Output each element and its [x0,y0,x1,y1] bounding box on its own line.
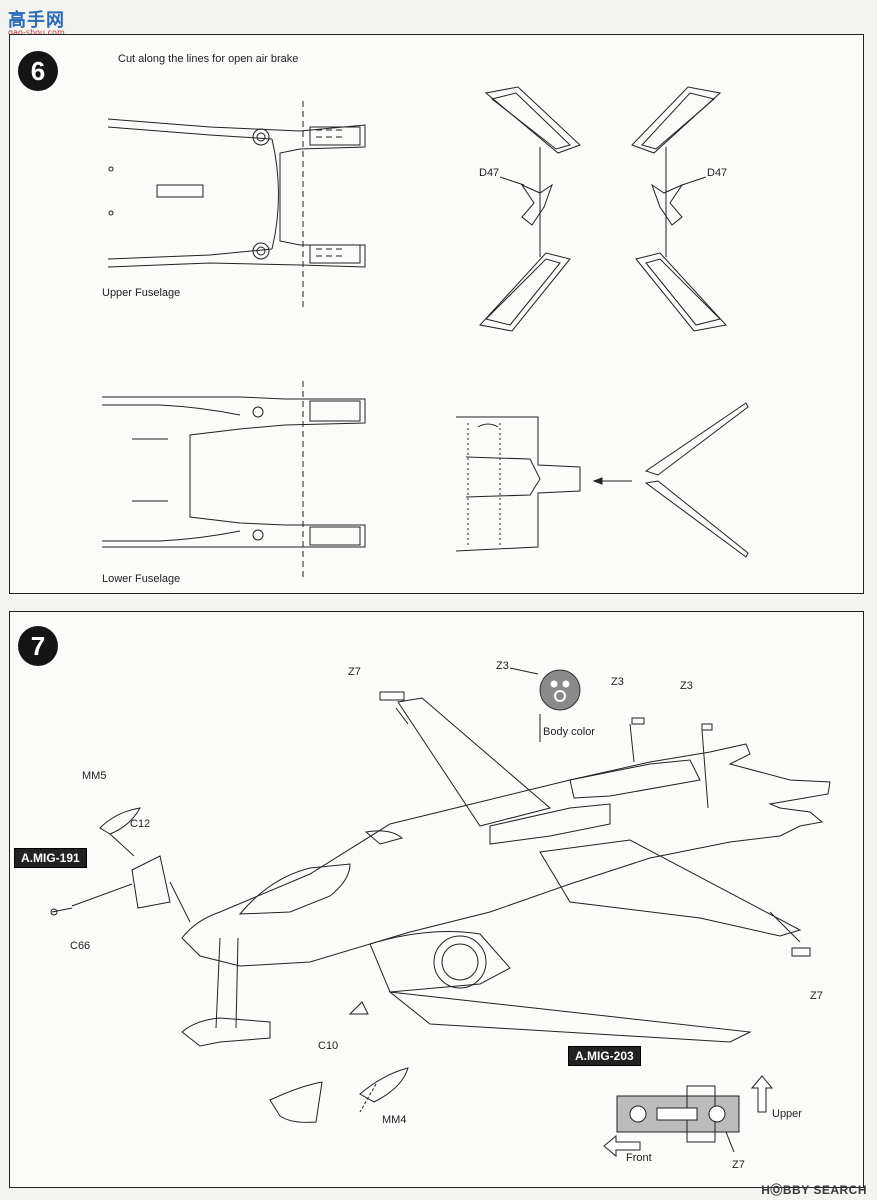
part-z7-top-label: Z7 [348,666,361,678]
lower-fuselage-drawing [102,396,366,548]
part-c10-label: C10 [318,1040,339,1052]
part-z3-b-label: Z3 [680,680,693,692]
part-mm4-label: MM4 [382,1114,407,1126]
amig203-detail-drawing [616,1085,740,1153]
front-direction-label: Front [626,1152,652,1164]
step-7-panel: 7 Z7 Z3 Body color Z3 Z3 MM5 C12 A.MIG-1… [9,611,864,1188]
hobbysearch-watermark: HⓄBBY SEARCH [761,1183,867,1197]
front-arrow-icon [603,1134,641,1158]
part-z7-bottom-label: Z7 [732,1159,745,1171]
site-logo: 高手网 gao-shou.com [6,6,78,38]
body-color-swatch [539,669,581,711]
fuselage-detail-drawing [455,402,749,558]
site-logo-text: 高手网 [8,10,65,30]
upper-fuselage-drawing [107,118,366,268]
upper-arrow-icon [750,1075,774,1113]
step-6-instruction: Cut along the lines for open air brake [118,53,299,65]
part-d47-left-label: D47 [479,167,500,179]
part-z7-right-label: Z7 [810,990,823,1002]
part-c12-label: C12 [130,818,151,830]
part-mm5-label: MM5 [82,770,107,782]
step-6-panel: 6 Cut along the lines for open air brake… [9,34,864,594]
part-d47-right-label: D47 [707,167,728,179]
upper-fuselage-label: Upper Fuselage [102,287,181,299]
part-z3-paint-label: Z3 [496,660,509,672]
step-6-drawing [102,86,749,579]
step-7-drawing [50,667,831,1158]
step-7-number: 7 [18,626,58,666]
part-z3-a-label: Z3 [611,676,624,688]
upper-direction-label: Upper [772,1108,802,1120]
aircraft-drawing [50,691,831,1123]
step-6-number: 6 [18,51,58,91]
site-logo-url: gao-shou.com [8,28,65,37]
lower-fuselage-label: Lower Fuselage [102,573,181,585]
part-c66-label: C66 [70,940,91,952]
body-color-label: Body color [543,726,595,738]
paint-tag-amig191: A.MIG-191 [14,848,87,868]
air-brake-doors-drawing [479,86,727,332]
paint-tag-amig203: A.MIG-203 [568,1046,641,1066]
